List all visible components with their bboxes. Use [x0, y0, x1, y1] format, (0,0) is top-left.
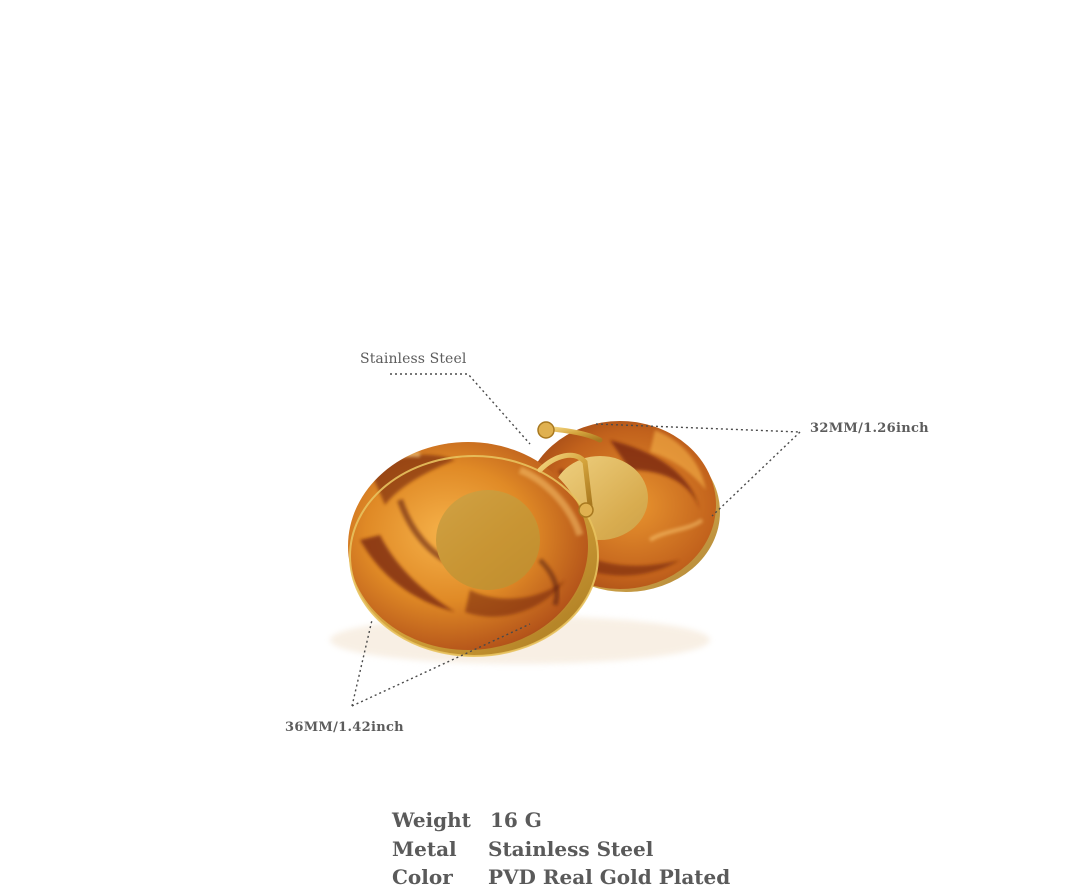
height-dimension-label: 36MM/1.42inch: [285, 720, 404, 735]
spec-value: Stainless Steel: [488, 836, 654, 861]
spec-row-weight: Weight 16 G: [392, 806, 752, 835]
spec-value: PVD Real Gold Plated: [488, 865, 731, 890]
width-dimension-label: 32MM/1.26inch: [810, 421, 929, 436]
spec-row-color: Color PVD Real Gold Plated: [392, 863, 752, 892]
spec-value: 16 G: [490, 808, 542, 833]
front-earring: [330, 430, 610, 660]
callout-lines: [351, 373, 801, 707]
spec-label: Metal: [392, 836, 457, 861]
spec-label: Color: [392, 865, 453, 890]
specs-table: Weight 16 G Metal Stainless Steel Color …: [392, 806, 752, 892]
spec-label: Weight: [392, 808, 471, 833]
spec-row-metal: Metal Stainless Steel: [392, 835, 752, 864]
material-callout-label: Stainless Steel: [360, 351, 467, 367]
